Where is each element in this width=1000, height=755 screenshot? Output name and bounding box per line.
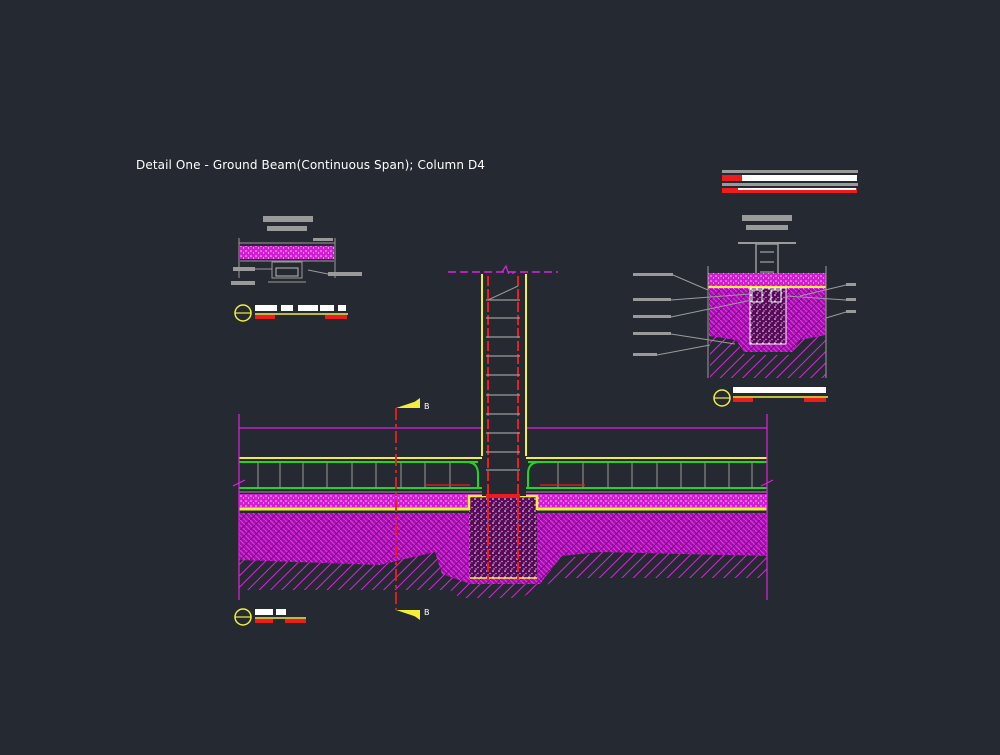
stirrups [257, 462, 753, 488]
ground-beam-elevation: B B [232, 264, 774, 626]
label-bar [263, 216, 313, 222]
section-label-top: B [424, 402, 430, 411]
soil-hatch [710, 335, 826, 378]
beam-section [271, 261, 303, 279]
label-bar [267, 226, 307, 231]
footing-section [749, 287, 787, 345]
slab-section [240, 246, 334, 259]
column-ties [486, 299, 520, 471]
pad-footing [469, 496, 537, 578]
beam-section-detail [231, 216, 362, 322]
section-label-bottom: B [424, 608, 430, 617]
section-b-detail [633, 170, 858, 407]
drawing-title: Detail One - Ground Beam(Continuous Span… [136, 158, 486, 172]
